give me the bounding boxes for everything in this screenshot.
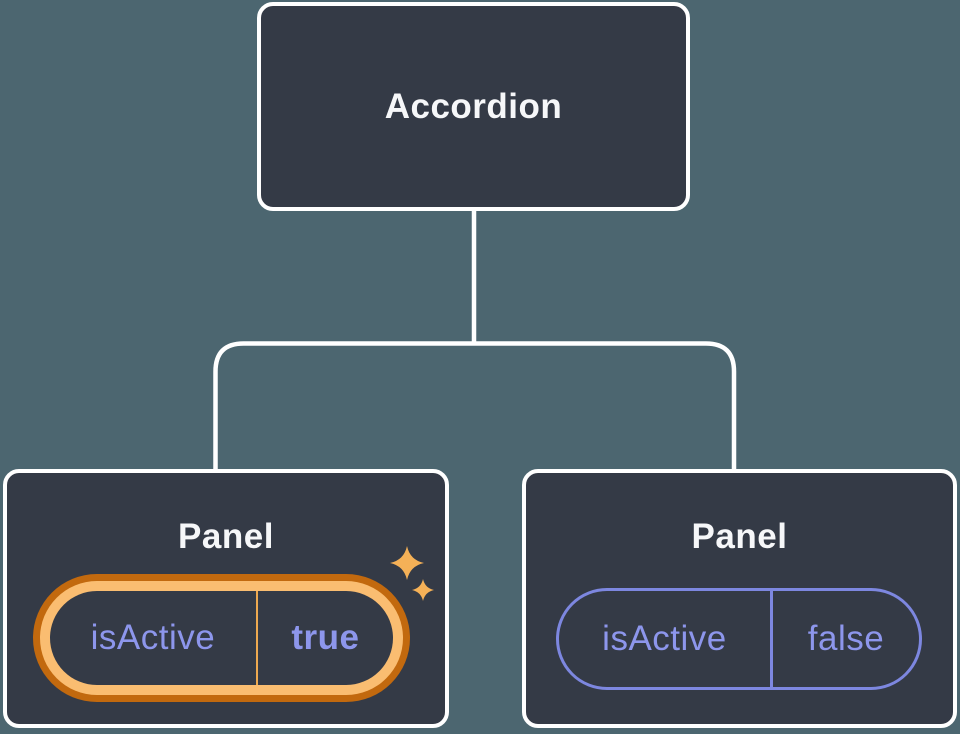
pill-active-body: isActive true (50, 591, 393, 685)
prop-pill-active: isActive true (33, 574, 410, 702)
prop-value-label: true (291, 618, 360, 657)
pill-highlight-ring: isActive true (40, 581, 403, 695)
sparkles-icon (390, 546, 434, 601)
prop-name-label: isActive (90, 618, 216, 657)
panel-active-label: Panel (178, 517, 274, 556)
prop-value-cell: false (773, 591, 919, 687)
prop-name-cell: isActive (559, 591, 773, 687)
prop-value-label: false (807, 619, 885, 658)
sparkle-small-icon (412, 579, 434, 601)
prop-value-cell: true (258, 591, 393, 685)
node-accordion: Accordion (257, 2, 690, 211)
prop-name-label: isActive (602, 619, 727, 658)
prop-pill-inactive: isActive false (556, 588, 922, 690)
sparkle-large-icon (390, 546, 424, 580)
accordion-label: Accordion (384, 86, 563, 126)
node-panel-active: Panel isActive true (3, 469, 449, 728)
panel-inactive-label: Panel (691, 517, 788, 556)
node-panel-inactive: Panel isActive false (522, 469, 957, 728)
prop-name-cell: isActive (50, 591, 258, 685)
connector-branches (213, 341, 737, 470)
